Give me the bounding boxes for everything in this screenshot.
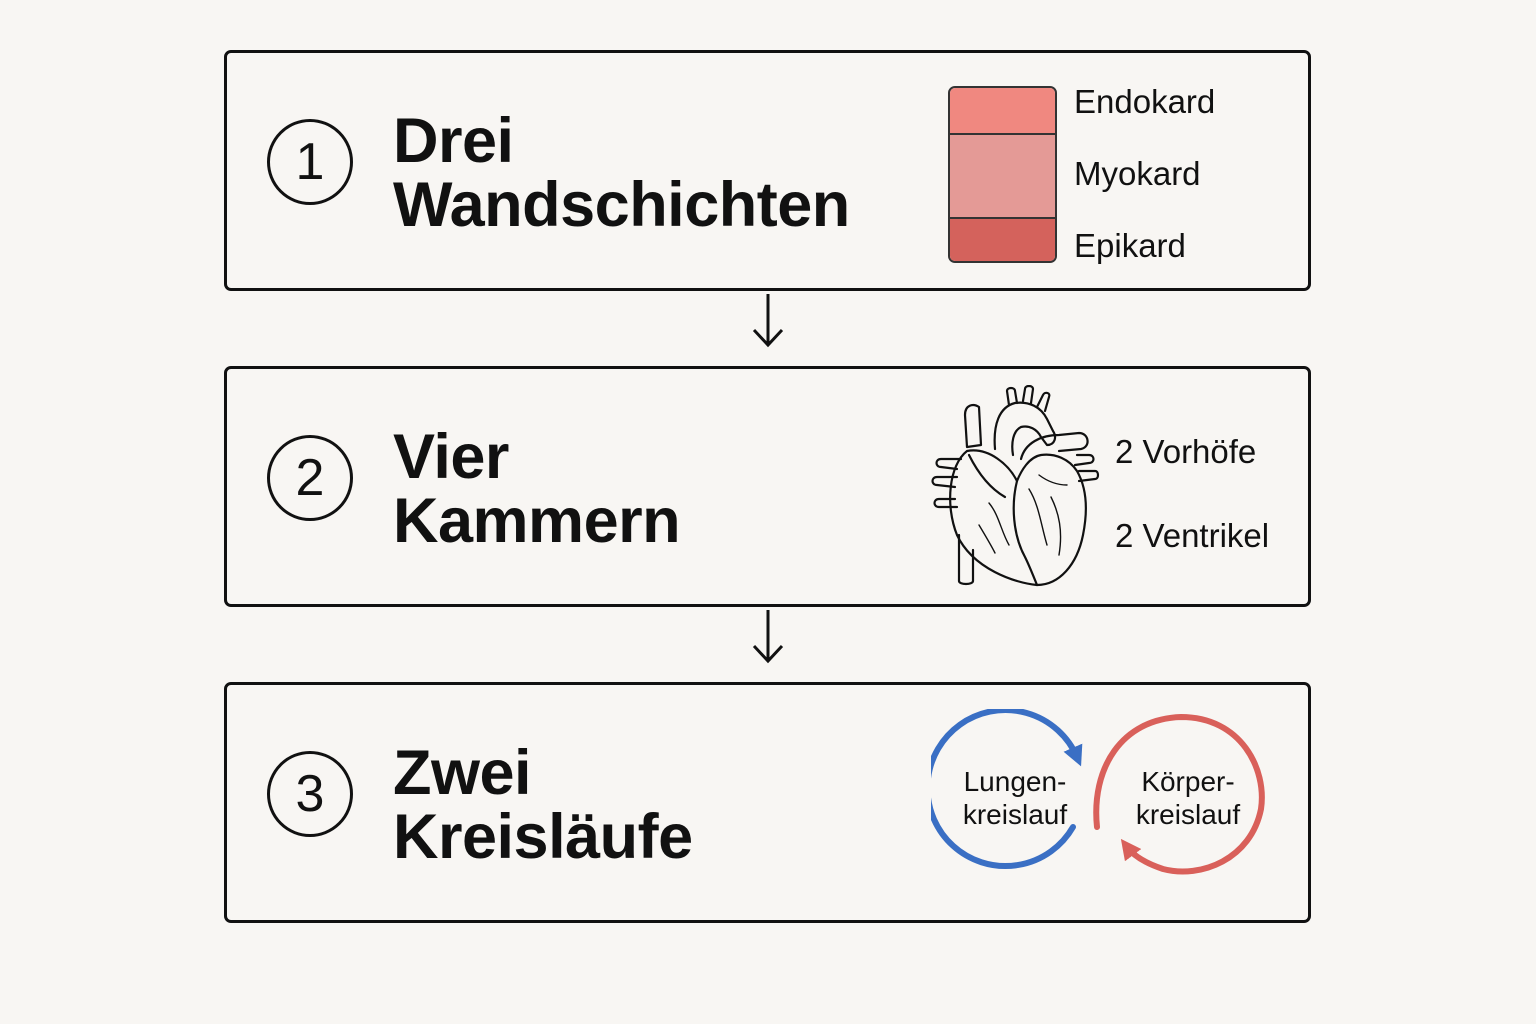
body-circuit-label-line2: kreislauf: [1135, 799, 1241, 830]
lung-circuit-label-line1: Lungen-: [963, 766, 1067, 797]
step-card-two-circulations: 3 Zwei Kreisläufe Lungen- kreislauf: [224, 682, 1311, 923]
step-title-line2: Kammern: [393, 486, 681, 556]
anatomical-heart-icon: [931, 385, 1100, 587]
lung-circuit-arrow: [931, 709, 1083, 870]
step-card-wall-layers: 1 Drei Wandschichten Endokard Myokard Ep…: [224, 50, 1311, 291]
arrow-down-icon: [752, 610, 784, 664]
myokard-label: Myokard: [1074, 155, 1201, 192]
step-title-line1: Drei: [393, 106, 514, 176]
arrow-down-icon: [752, 294, 784, 348]
epikard-layer: [950, 219, 1055, 261]
lung-circuit-label-line2: kreislauf: [962, 799, 1068, 830]
step-title-line1: Zwei: [393, 738, 532, 808]
step-title-line2: Wandschichten: [393, 170, 850, 240]
step-card-four-chambers: 2 Vier Kammern: [224, 366, 1311, 607]
epikard-label: Epikard: [1074, 227, 1186, 264]
step-title-line2: Kreisläufe: [393, 802, 693, 872]
body-circuit-label-line1: Körper-: [1141, 766, 1235, 797]
ventricles-label: 2 Ventrikel: [1115, 517, 1270, 554]
step-title: Vier Kammern: [393, 422, 681, 556]
step-title-line1: Vier: [393, 422, 509, 492]
step-title: Zwei Kreisläufe: [393, 741, 693, 869]
step-number-badge: 3: [267, 751, 353, 837]
step-number-badge: 1: [267, 119, 353, 205]
lung-circuit-label: Lungen- kreislauf: [945, 765, 1085, 831]
body-circuit-arrow: [1093, 713, 1265, 875]
myokard-layer: [950, 135, 1055, 219]
circulation-cycles-icon: [931, 709, 1265, 875]
atria-label: 2 Vorhöfe: [1115, 433, 1257, 470]
step-number-badge: 2: [267, 435, 353, 521]
endokard-label: Endokard: [1074, 83, 1216, 120]
step-title: Drei Wandschichten: [393, 109, 850, 237]
endokard-layer: [950, 88, 1055, 135]
body-circuit-label: Körper- kreislauf: [1118, 765, 1258, 831]
wall-layers-icon: [948, 86, 1057, 263]
